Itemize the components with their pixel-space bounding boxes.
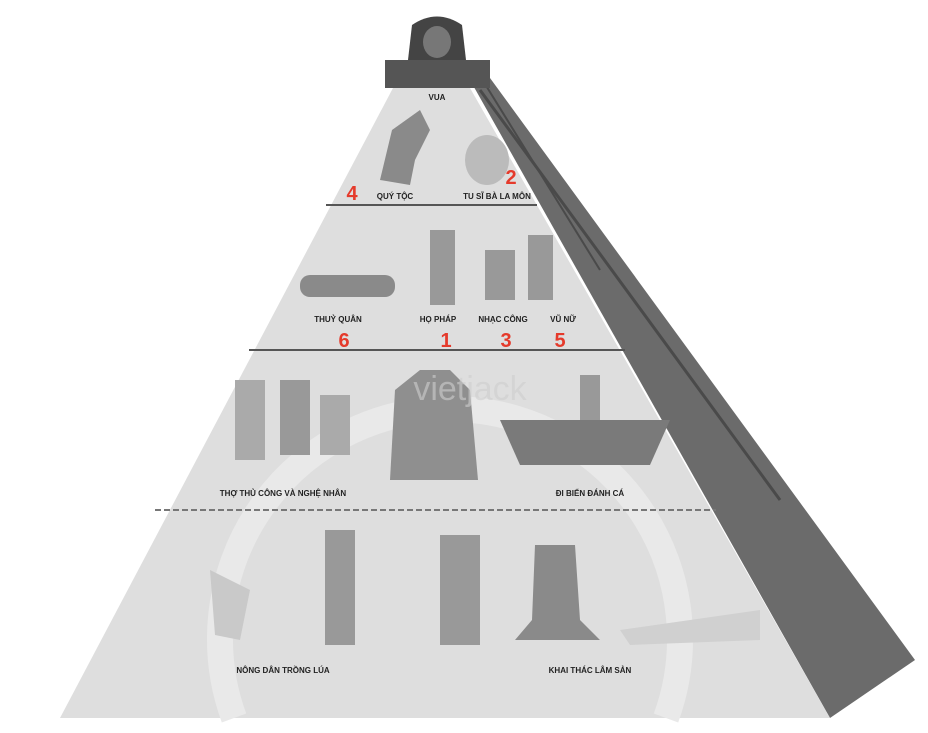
king-statue [385, 16, 490, 88]
label-tu-si: TU SĨ BÀ LA MÔN [463, 192, 531, 201]
label-vua: VUA [429, 93, 446, 102]
marker-nhac-cong: 3 [500, 330, 511, 352]
marker-ho-phap: 1 [440, 330, 451, 352]
watermark: vietjack [413, 370, 527, 408]
label-nong-dan: NÔNG DÂN TRỒNG LÚA [236, 665, 330, 675]
marker-vu-nu: 5 [554, 330, 565, 352]
marker-quy-toc: 4 [346, 183, 358, 205]
label-di-bien: ĐI BIỂN ĐÁNH CÁ [556, 489, 625, 498]
label-thuy-quan: THUỶ QUÂN [314, 315, 362, 324]
label-nhac-cong: NHẠC CÔNG [478, 315, 527, 324]
side-groove [484, 83, 601, 271]
label-khai-thac: KHAI THÁC LÂM SẢN [549, 666, 632, 675]
marker-thuy-quan: 6 [338, 330, 349, 352]
label-vu-nu: VŨ NỮ [550, 315, 576, 324]
label-ho-phap: HỌ PHÁP [420, 315, 457, 324]
marker-tu-si: 2 [505, 167, 516, 189]
label-quy-toc: QUÝ TỘC [377, 192, 414, 201]
label-tho-thu-cong: THỢ THỦ CÔNG VÀ NGHỆ NHÂN [220, 489, 347, 498]
figure-illustrations [210, 110, 760, 645]
